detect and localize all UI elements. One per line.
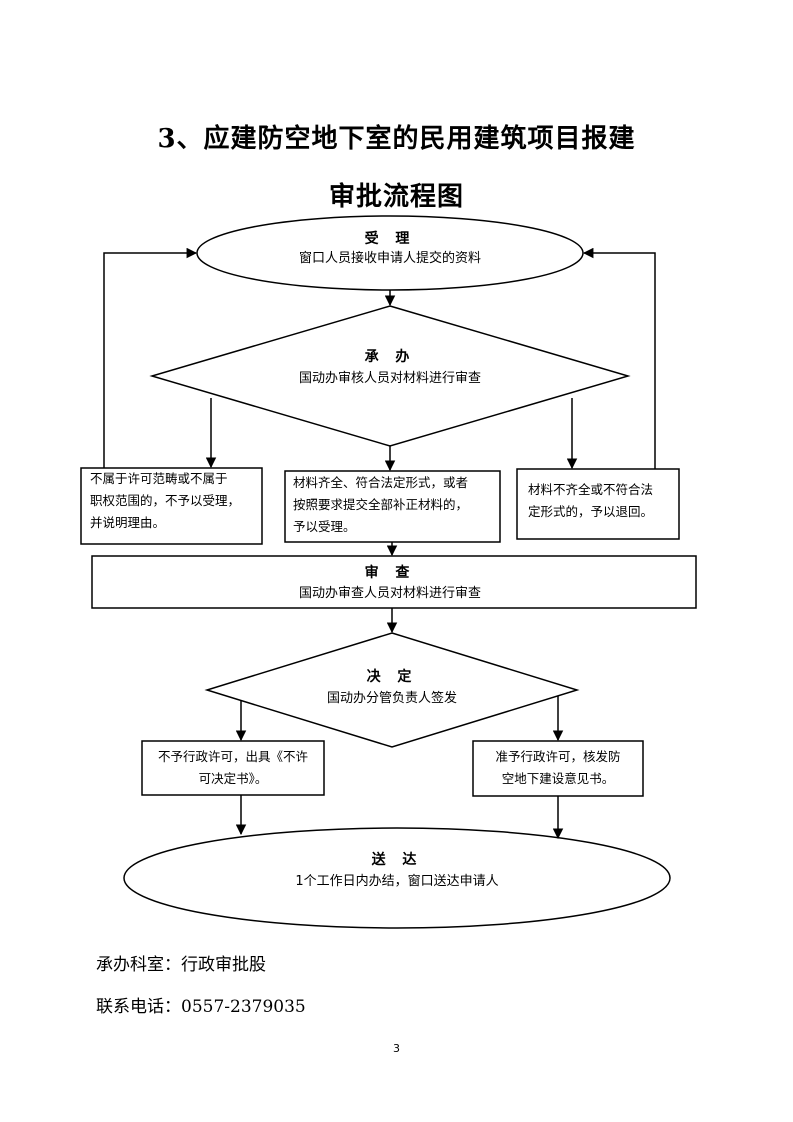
approve-line-1: 准予行政许可，核发防 (495, 749, 621, 764)
page-title: 3、应建防空地下室的民用建筑项目报建 (157, 124, 636, 154)
deny-line-2: 可决定书》。 (198, 771, 268, 786)
handle-heading: 承 办 (364, 349, 416, 365)
deliver-ellipse (123, 827, 671, 929)
reject-scope-line-3: 并说明理由。 (90, 515, 166, 530)
return-incomplete-text: 材料不齐全或不符合法 定形式的，予以退回。 (528, 479, 678, 523)
reject-scope-box (80, 467, 263, 545)
reject-scope-line-2: 职权范围的，不予以受理， (90, 493, 241, 508)
deny-line-1: 不予行政许可，出具《不许 (157, 749, 308, 764)
return-incomplete-line-1: 材料不齐全或不符合法 (528, 482, 654, 497)
deny-text: 不予行政许可，出具《不许 可决定书》。 (142, 746, 324, 790)
deny-box (141, 740, 325, 796)
review-detail: 国动办审查人员对材料进行审查 (298, 586, 481, 601)
accept-complete-line-3: 予以受理。 (293, 519, 356, 534)
approve-text: 准予行政许可，核发防 空地下建设意见书。 (473, 746, 643, 790)
handling-department: 承办科室：行政审批股 (96, 955, 266, 975)
handle-detail: 国动办审核人员对材料进行审查 (298, 371, 481, 386)
approve-line-2: 空地下建设意见书。 (501, 771, 615, 786)
page-number: 3 (393, 1042, 400, 1055)
contact-phone: 联系电话：0557-2379035 (96, 997, 306, 1017)
accept-complete-text: 材料齐全、符合法定形式，或者 按照要求提交全部补正材料的， 予以受理。 (293, 472, 498, 538)
deliver-detail: 1个工作日内办结，窗口送达申请人 (295, 874, 499, 889)
decide-diamond (204, 632, 580, 748)
accept-detail: 窗口人员接收申请人提交的资料 (298, 251, 481, 266)
review-box (91, 555, 697, 609)
accept-complete-line-1: 材料齐全、符合法定形式，或者 (293, 475, 469, 490)
approve-box (472, 740, 644, 797)
reject-scope-line-1: 不属于许可范畴或不属于 (90, 471, 228, 486)
return-incomplete-box (516, 468, 680, 540)
deliver-heading: 送 达 (371, 852, 423, 868)
decide-heading: 决 定 (366, 669, 418, 685)
page-subtitle: 审批流程图 (328, 182, 464, 212)
accept-complete-line-2: 按照要求提交全部补正材料的， (293, 497, 469, 512)
review-heading: 审 查 (364, 565, 416, 581)
reject-scope-text: 不属于许可范畴或不属于 职权范围的，不予以受理， 并说明理由。 (90, 468, 262, 534)
arrow-reject-back-to-accept (103, 247, 198, 468)
decide-detail: 国动办分管负责人签发 (326, 691, 457, 706)
accept-heading: 受 理 (364, 231, 416, 247)
return-incomplete-line-2: 定形式的，予以退回。 (528, 504, 654, 519)
arrow-return-back-to-accept (582, 247, 656, 469)
